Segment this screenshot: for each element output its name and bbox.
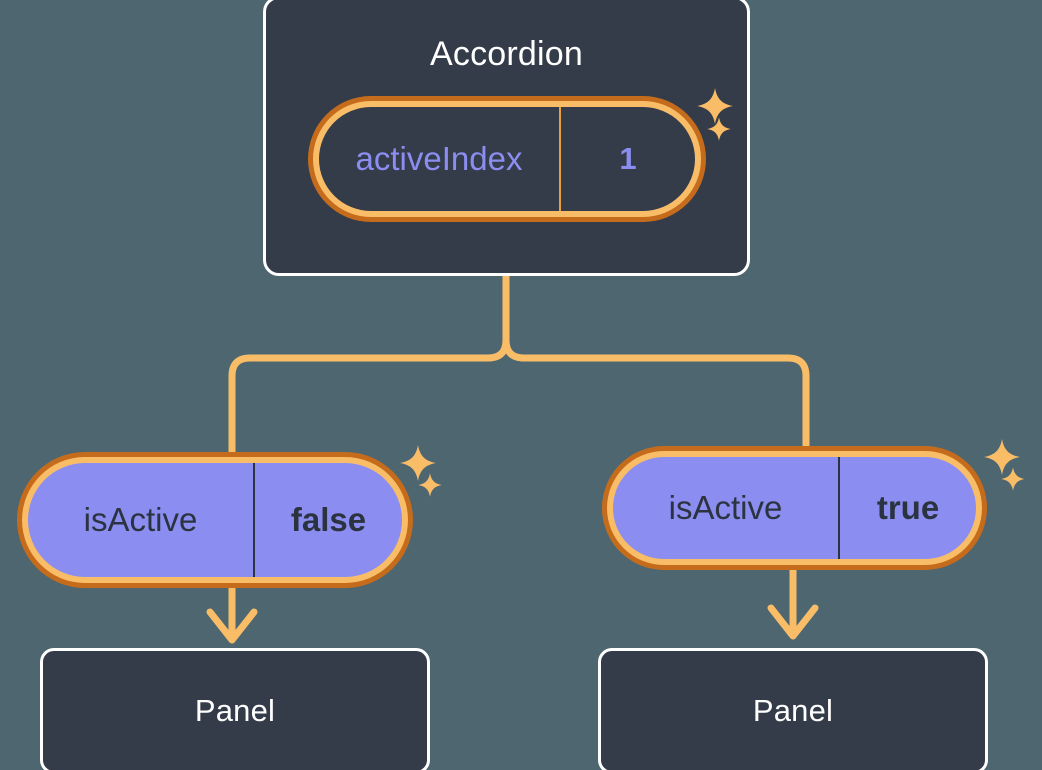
state-pill-isactive-right[interactable]: isActive true xyxy=(602,446,987,570)
state-key-activeindex: activeIndex xyxy=(355,140,523,177)
component-node-panel-right[interactable]: Panel xyxy=(598,648,988,770)
state-pill-core: isActive false xyxy=(28,463,402,577)
sparkle-small-icon xyxy=(417,472,443,498)
state-value-isactive-right: true xyxy=(838,457,976,559)
state-pill-isactive-left[interactable]: isActive false xyxy=(17,452,413,588)
state-value-isactive-left: false xyxy=(253,463,402,577)
arrow-down-icon-right xyxy=(767,604,819,640)
sparkle-icon xyxy=(982,437,1022,477)
state-pill-inner-ring: activeIndex 1 xyxy=(313,101,701,217)
state-pill-activeindex[interactable]: activeIndex 1 xyxy=(308,96,706,222)
node-title-panel-left: Panel xyxy=(194,693,276,728)
branch-connector-left xyxy=(228,269,510,464)
branch-connector-right xyxy=(502,269,810,456)
component-node-panel-left[interactable]: Panel xyxy=(40,648,430,770)
state-pill-inner-ring: isActive true xyxy=(607,451,982,565)
state-pill-core: isActive true xyxy=(613,457,976,559)
sparkle-small-icon xyxy=(1000,466,1026,492)
state-value-activeindex: 1 xyxy=(559,107,695,211)
state-key-isactive-right: isActive xyxy=(668,489,783,526)
sparkle-icon xyxy=(398,443,438,483)
node-title-accordion: Accordion xyxy=(430,35,583,73)
state-pill-core: activeIndex 1 xyxy=(319,107,695,211)
arrow-down-icon-left xyxy=(206,608,258,644)
state-key-isactive-left: isActive xyxy=(83,501,198,538)
state-pill-inner-ring: isActive false xyxy=(22,457,408,583)
node-title-panel-right: Panel xyxy=(752,693,834,728)
